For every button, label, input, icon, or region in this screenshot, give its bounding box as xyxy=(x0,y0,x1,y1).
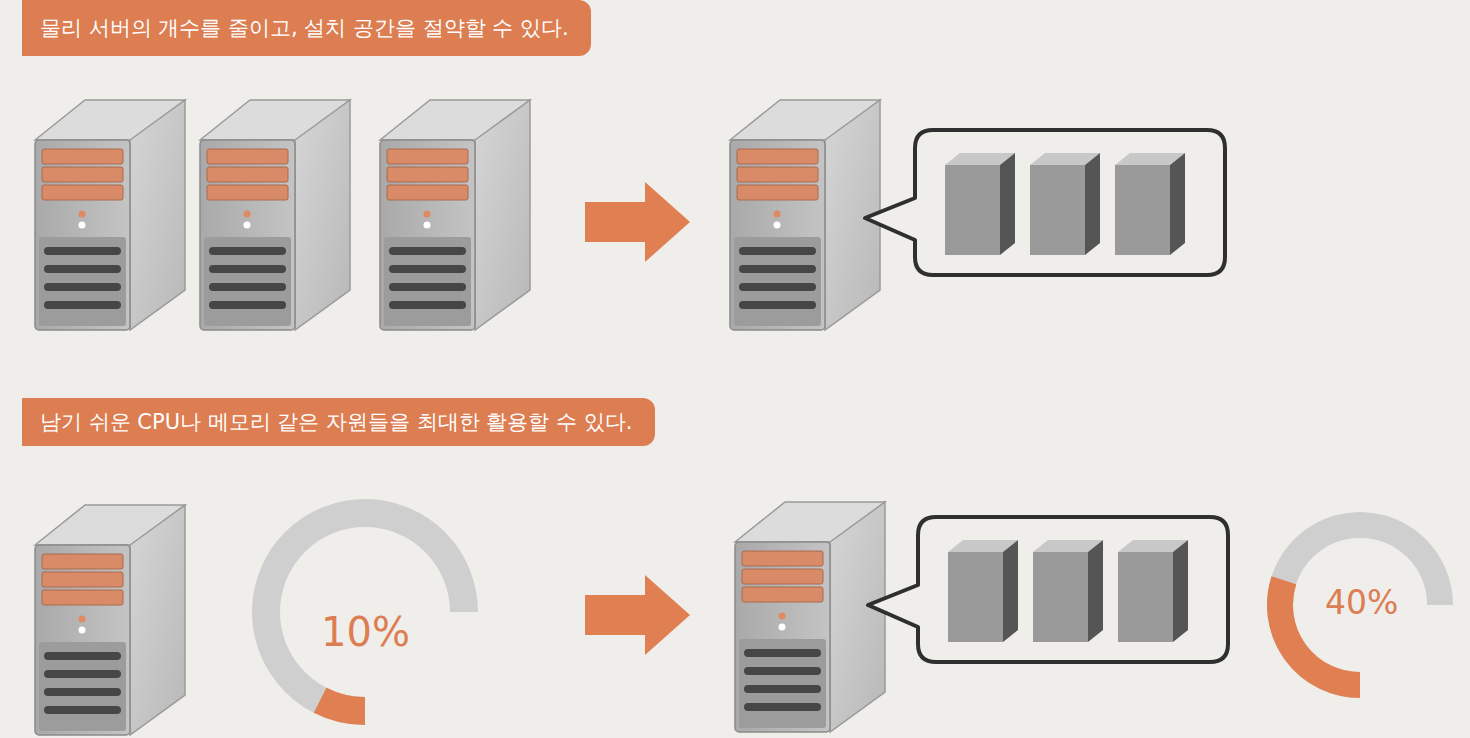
percent-label: 40% xyxy=(1325,583,1398,622)
heading-band: 남기 쉬운 CPU나 메모리 같은 자원들을 최대한 활용할 수 있다. xyxy=(22,398,655,446)
usage-gauge xyxy=(1280,525,1440,685)
usage-gauge xyxy=(266,513,464,711)
band-text: 남기 쉬운 CPU나 메모리 같은 자원들을 최대한 활용할 수 있다. xyxy=(40,408,632,436)
block-arrow xyxy=(585,575,690,655)
heading-band: 물리 서버의 개수를 줄이고, 설치 공간을 절약할 수 있다. xyxy=(22,0,591,56)
block-arrow xyxy=(585,182,690,262)
percent-label: 10% xyxy=(321,609,410,655)
server-group-before xyxy=(35,100,530,330)
band-text: 물리 서버의 개수를 줄이고, 설치 공간을 절약할 수 있다. xyxy=(40,14,569,42)
server xyxy=(735,502,885,732)
vm-bubble xyxy=(868,517,1228,662)
server xyxy=(35,505,185,735)
server xyxy=(730,100,880,330)
vm-bubble xyxy=(865,130,1225,275)
